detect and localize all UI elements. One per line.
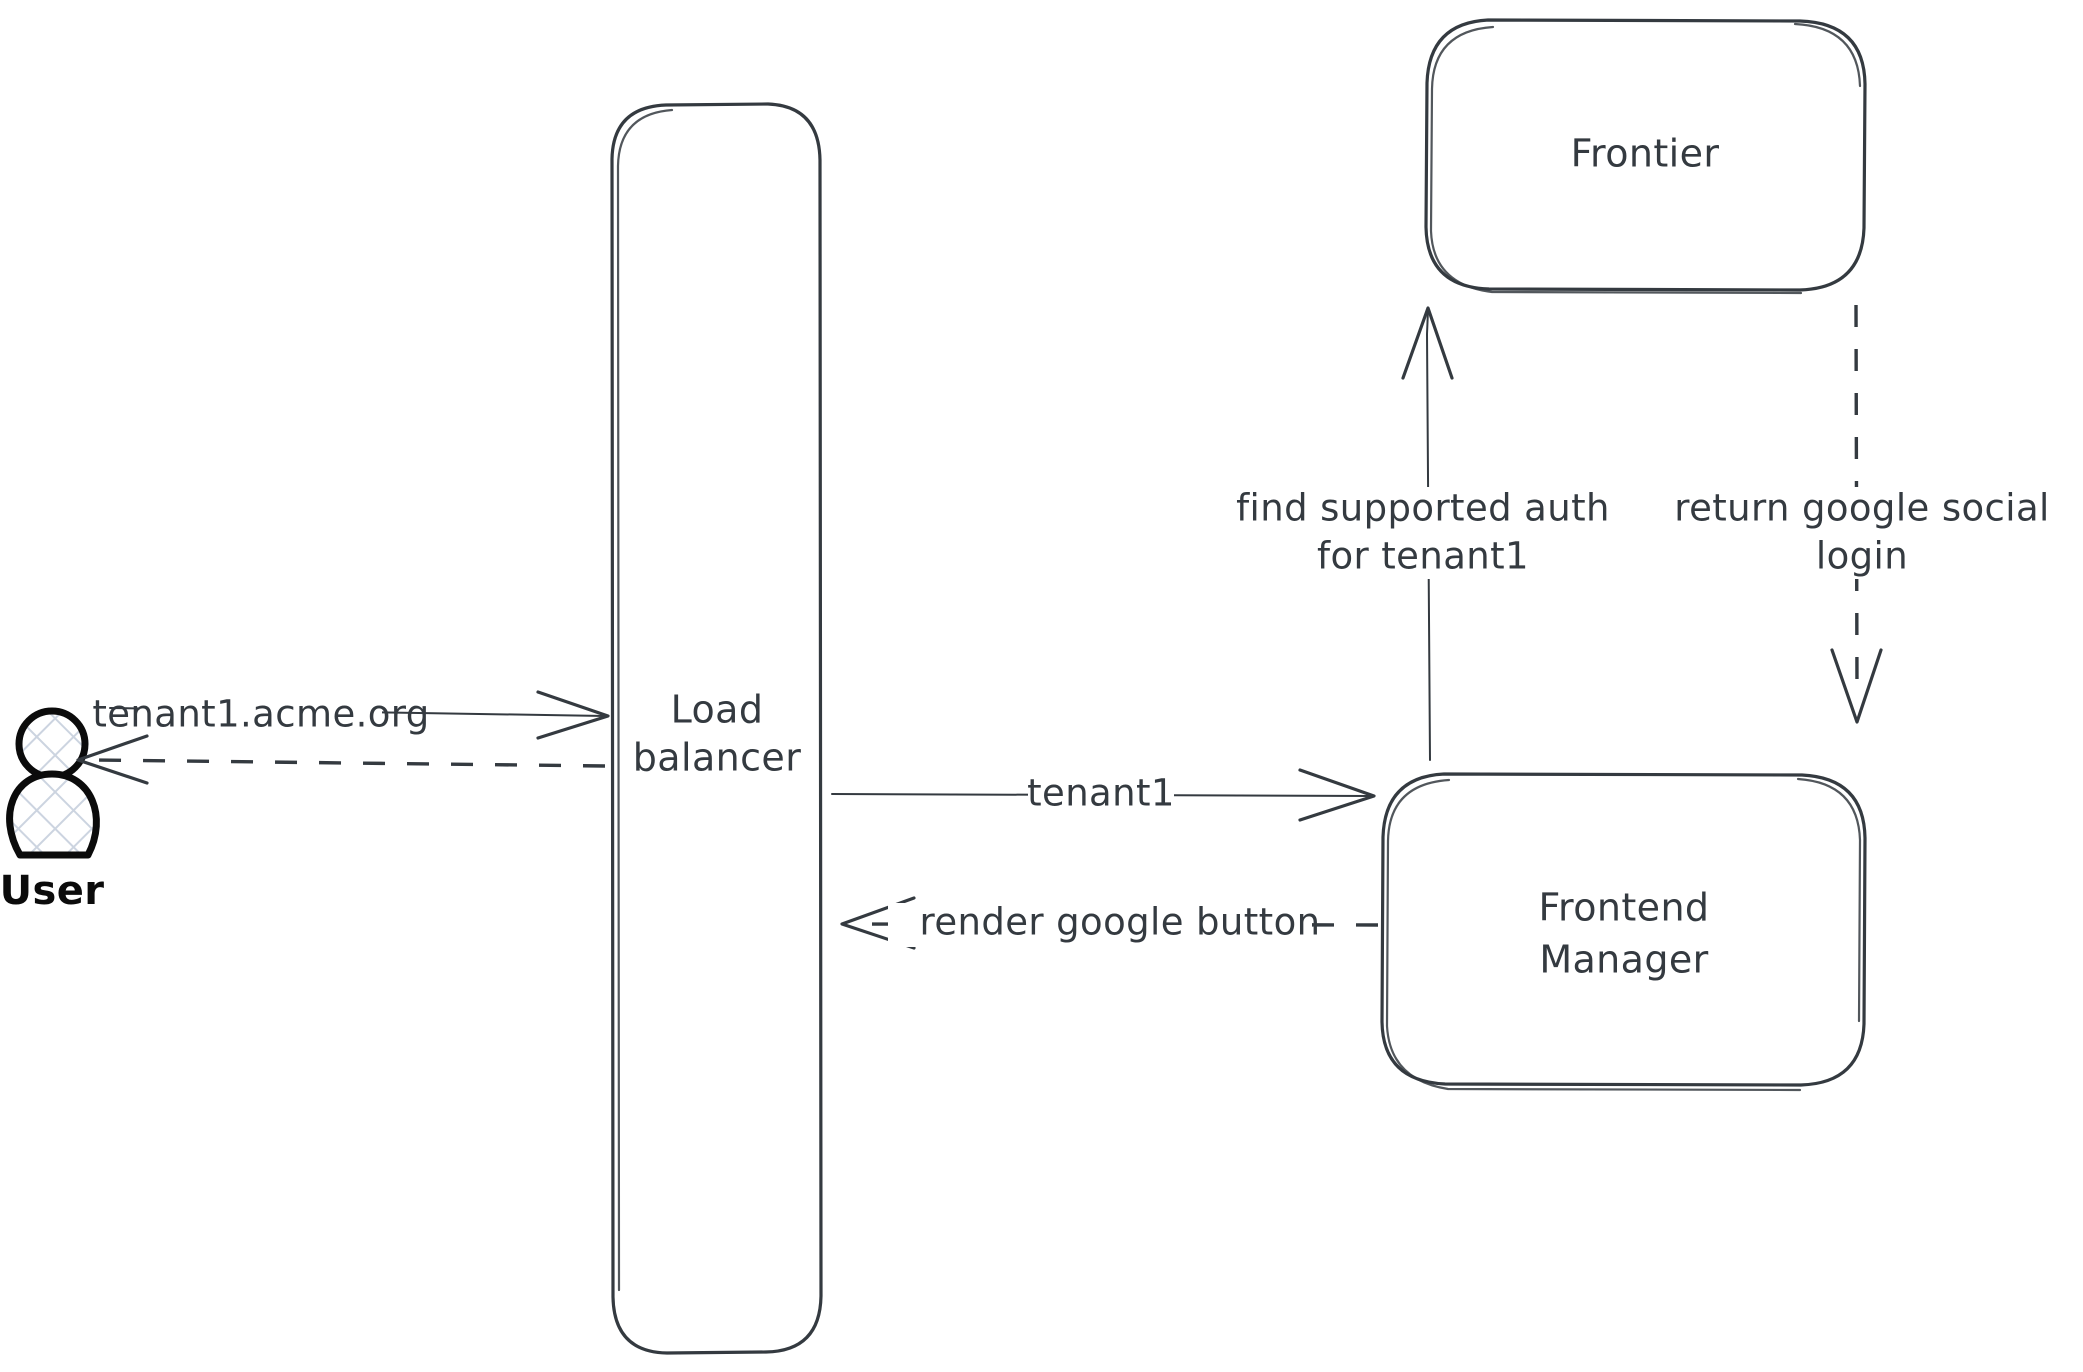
node-frontier[interactable]: Frontier: [1424, 18, 1867, 295]
frontier-box: [1424, 18, 1867, 292]
edge-load-balancer-to-user[interactable]: [76, 734, 606, 785]
edge-fm-to-frontier-arrowhead: [1401, 306, 1454, 380]
edge-lb-to-user-arrowhead: [76, 734, 149, 785]
load-balancer-label-line1: Load: [671, 688, 764, 732]
edge-load-balancer-to-frontend-manager[interactable]: tenant1: [831, 768, 1376, 822]
edge-frontier-to-fm-label-line1: return google social: [1674, 487, 2049, 530]
edge-user-to-load-balancer[interactable]: tenant1.acme.org: [92, 690, 610, 740]
frontend-manager-label-line2: Manager: [1539, 938, 1708, 982]
edge-frontend-manager-to-load-balancer[interactable]: render google button: [840, 896, 1379, 950]
edge-frontier-to-fm-arrowhead: [1830, 648, 1883, 724]
user-label: User: [0, 868, 104, 914]
edge-fm-to-lb-label-bg: [888, 903, 1308, 947]
edge-lb-to-fm-label-bg: [1028, 774, 1174, 818]
edge-user-to-lb-label-bg: [140, 695, 382, 739]
frontier-label: Frontier: [1571, 132, 1720, 176]
user-head: [15, 707, 89, 781]
edge-user-to-lb-arrowhead: [536, 690, 610, 740]
frontier-box-sketch: [1429, 25, 1803, 295]
frontend-manager-label-line1: Frontend: [1539, 886, 1710, 930]
edge-lb-to-user-line: [94, 758, 606, 768]
edge-frontier-to-fm-label-bg: [1652, 487, 2072, 579]
frontend-manager-box: [1380, 772, 1867, 1087]
user-body: [6, 770, 100, 859]
edge-frontier-to-frontend-manager[interactable]: return google social login: [1652, 304, 2072, 724]
edge-lb-to-fm-label: tenant1: [1027, 772, 1175, 815]
edge-fm-to-frontier-label-bg: [1218, 487, 1628, 579]
node-frontend-manager[interactable]: Frontend Manager: [1380, 772, 1867, 1092]
edge-frontier-to-fm-label-line2: login: [1816, 535, 1908, 578]
edge-fm-to-frontier-label-line1: find supported auth: [1236, 487, 1610, 530]
load-balancer-box: [610, 102, 823, 1355]
frontier-box-sketch2: [1793, 22, 1862, 88]
edge-fm-to-lb-label: render google button: [920, 901, 1321, 944]
edge-fm-to-frontier-line: [1426, 309, 1431, 761]
frontend-manager-box-sketch2: [1796, 777, 1862, 1023]
user-actor-icon[interactable]: User: [0, 707, 104, 914]
load-balancer-box-sketch: [616, 108, 674, 1292]
edge-lb-to-fm-arrowhead: [1298, 768, 1376, 822]
edge-fm-to-frontier-label-line2: for tenant1: [1317, 535, 1529, 578]
edge-user-to-lb-label: tenant1.acme.org: [92, 693, 429, 736]
edge-frontend-manager-to-frontier[interactable]: find supported auth for tenant1: [1218, 306, 1628, 761]
node-load-balancer[interactable]: Load balancer: [610, 102, 823, 1355]
load-balancer-label-line2: balancer: [633, 736, 801, 780]
frontend-manager-box-sketch: [1385, 778, 1802, 1092]
